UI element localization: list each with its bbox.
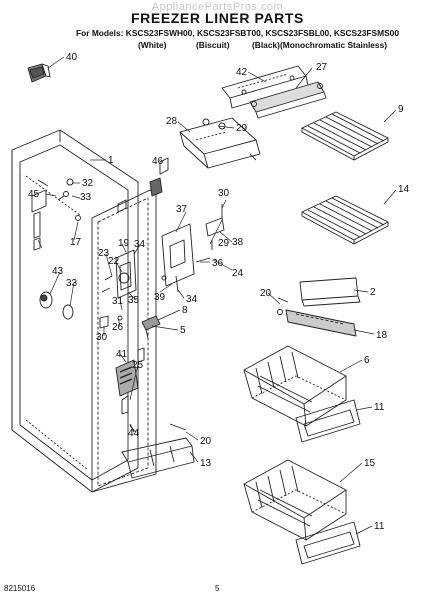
callout-32: 32 — [82, 178, 94, 189]
part-46-clip — [149, 177, 163, 197]
part-9-wire-shelf — [301, 111, 389, 161]
part-28-light-housing — [179, 117, 261, 169]
callout-22: 22 — [108, 256, 120, 267]
callout-45: 45 — [28, 189, 40, 200]
page-number: 5 — [215, 584, 220, 593]
part-18-slide-rail — [277, 309, 357, 337]
models-line: For Models: KSCS23FSWH00, KSCS23FSBT00, … — [76, 28, 399, 38]
callout-25: 25 — [132, 360, 144, 371]
part-14-wire-shelf — [301, 195, 389, 245]
callout-37: 37 — [176, 204, 188, 215]
callout-29: 29 — [236, 123, 248, 134]
callout-6: 6 — [364, 355, 370, 366]
part-32-33-45-hardware — [37, 178, 81, 221]
part-43-damper-control — [39, 291, 74, 320]
callout-27: 27 — [316, 62, 328, 73]
document-number: 8215016 — [4, 584, 36, 593]
variant-black: (Black) — [252, 40, 280, 50]
callout-18: 18 — [376, 330, 388, 341]
callout-42: 42 — [236, 67, 248, 78]
callout-13: 13 — [200, 458, 212, 469]
callout-33: 33 — [66, 278, 78, 289]
callout-41: 41 — [116, 349, 128, 360]
part-8-5-hinge-bracket — [141, 315, 161, 339]
part-11-basket-front-upper — [295, 399, 361, 443]
callout-40: 40 — [66, 52, 78, 63]
callout-33: 33 — [80, 192, 92, 203]
callout-43: 43 — [52, 266, 64, 277]
callout-44: 44 — [128, 428, 140, 439]
callout-19: 19 — [118, 238, 130, 249]
part-6-wire-basket — [243, 345, 347, 427]
callout-5: 5 — [180, 325, 186, 336]
callout-29: 29 — [218, 238, 230, 249]
part-27-shelf-track — [249, 81, 327, 119]
callout-30: 30 — [218, 188, 230, 199]
callout-20: 20 — [200, 436, 212, 447]
callout-20: 20 — [260, 288, 272, 299]
callout-36: 36 — [212, 258, 224, 269]
callout-11: 11 — [374, 521, 385, 532]
callout-38: 38 — [232, 237, 244, 248]
callout-8: 8 — [182, 305, 188, 316]
variant-white: (White) — [138, 40, 167, 50]
callout-35: 35 — [128, 295, 140, 306]
callout-23: 23 — [98, 248, 110, 259]
callout-1: 1 — [108, 155, 114, 166]
callout-14: 14 — [398, 184, 410, 195]
part-29-socket — [31, 189, 47, 251]
callout-28: 28 — [166, 116, 178, 127]
callout-11: 11 — [374, 402, 385, 413]
part-41-cam-assembly — [115, 347, 145, 415]
part-37-control-panel — [161, 223, 211, 293]
part-13-lower-bracket — [121, 437, 195, 479]
watermark: AppliancePartsPros.com — [151, 1, 284, 13]
callout-24: 24 — [232, 268, 244, 279]
callout-39: 39 — [154, 292, 166, 303]
callout-31: 31 — [112, 296, 124, 307]
callout-30: 30 — [96, 332, 108, 343]
variant-biscuit: (Biscuit) — [196, 40, 230, 50]
part-15-wire-basket — [243, 459, 347, 541]
callout-2: 2 — [370, 287, 376, 298]
callout-46: 46 — [152, 156, 164, 167]
leader-lines — [37, 56, 397, 535]
part-20-screw-lower — [169, 423, 187, 431]
part-30-38-thermistor — [205, 204, 225, 250]
part-2-trim — [299, 277, 361, 307]
callout-17: 17 — [70, 237, 82, 248]
callout-34: 34 — [134, 239, 146, 250]
callout-9: 9 — [398, 104, 404, 115]
callout-15: 15 — [364, 458, 376, 469]
part-19-23-control-assembly — [99, 249, 137, 329]
callout-26: 26 — [112, 322, 124, 333]
part-11-basket-front-lower — [295, 521, 361, 565]
part-20-screw-upper — [277, 297, 289, 303]
variant-stainless: (Monochromatic Stainless) — [280, 40, 388, 50]
part-40-light-lens — [27, 63, 51, 83]
callout-34: 34 — [186, 294, 198, 305]
page-title: FREEZER LINER PARTS — [131, 10, 304, 26]
